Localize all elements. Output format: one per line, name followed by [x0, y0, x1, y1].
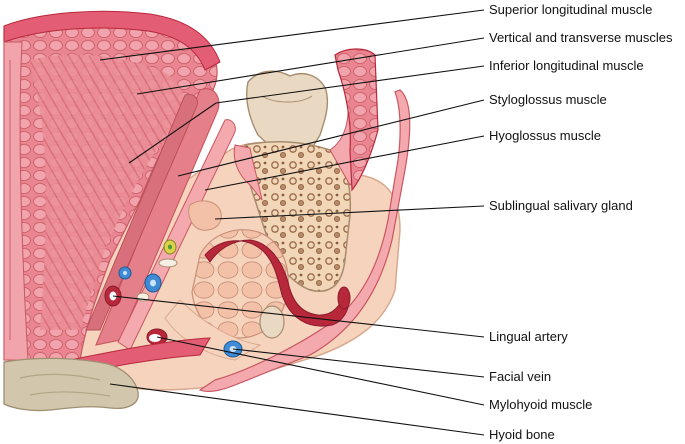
leader-hyoglossus: [204, 135, 485, 191]
leader-sublingual-gland: [214, 205, 485, 220]
hyoglossus-band: [117, 119, 236, 351]
leader-superior-longitudinal: [99, 9, 485, 61]
label-styloglossus: Styloglossus muscle: [489, 92, 607, 107]
leader-inferior-longitudinal-2: [215, 65, 485, 104]
label-sublingual-gland: Sublingual salivary gland: [489, 198, 633, 213]
label-inferior-longitudinal: Inferior longitudinal muscle: [489, 58, 644, 73]
label-hyoglossus: Hyoglossus muscle: [489, 128, 601, 143]
styloglossus-band: [95, 88, 220, 346]
mandible-bone: [243, 140, 352, 292]
label-facial-vein: Facial vein: [489, 369, 551, 384]
cheek-muscle: [334, 48, 379, 192]
gland-upper-lobes: [188, 200, 222, 231]
leader-hyoid: [109, 383, 485, 436]
superior-longitudinal-band: [3, 10, 221, 71]
jaw-skin-outline: [198, 89, 411, 393]
lymph-node: [259, 305, 285, 339]
leader-vertical-transverse: [136, 37, 485, 95]
vertical-transverse-fibers: [30, 54, 184, 330]
label-mylohyoid: Mylohyoid muscle: [489, 397, 592, 412]
leader-lingual-artery: [112, 295, 485, 338]
leader-mylohyoid: [156, 336, 485, 406]
molar-tooth: [246, 70, 329, 149]
vessel-oval-white: [158, 258, 178, 268]
label-lingual-artery: Lingual artery: [489, 329, 568, 344]
label-vertical-transverse: Vertical and transverse muscles: [489, 30, 673, 45]
label-superior-longitudinal: Superior longitudinal muscle: [489, 2, 652, 17]
hyoid-bone-shape: [3, 357, 139, 412]
leader-facial-vein: [232, 348, 485, 378]
label-hyoid: Hyoid bone: [489, 427, 555, 442]
leader-inferior-longitudinal: [128, 102, 217, 164]
leader-styloglossus: [177, 99, 485, 177]
lingual-artery-cross-section: [337, 286, 351, 310]
